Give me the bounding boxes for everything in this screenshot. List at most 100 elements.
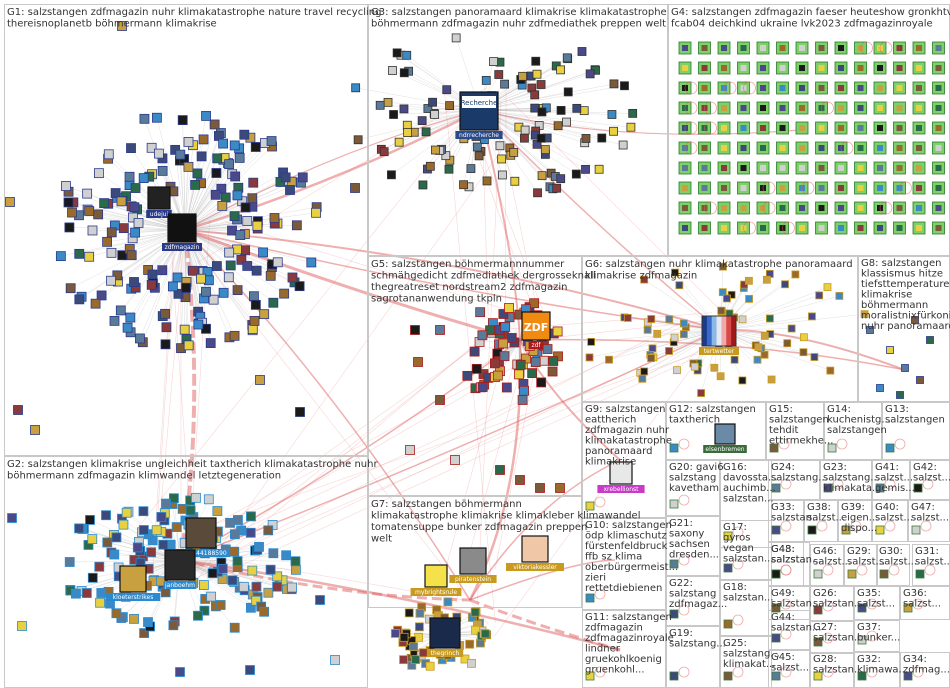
node-avatar[interactable] (404, 129, 412, 137)
node-avatar[interactable] (553, 327, 562, 336)
node-avatar[interactable] (496, 466, 505, 475)
node-avatar[interactable] (557, 175, 565, 183)
node-avatar[interactable] (466, 640, 474, 648)
node-avatar[interactable] (194, 320, 203, 329)
node-avatar[interactable] (586, 70, 594, 78)
node-avatar[interactable] (107, 276, 116, 285)
node-avatar[interactable] (549, 357, 558, 366)
node-avatar[interactable] (161, 309, 170, 318)
node-avatar[interactable] (557, 66, 565, 74)
node-avatar[interactable] (649, 345, 656, 352)
node-avatar[interactable] (578, 47, 586, 55)
node-avatar[interactable] (248, 566, 257, 575)
node-avatar[interactable] (418, 117, 426, 125)
node-avatar[interactable] (230, 623, 239, 632)
node-avatar[interactable] (158, 266, 167, 275)
node-avatar[interactable] (176, 668, 185, 677)
node-avatar[interactable] (467, 659, 475, 667)
node-avatar[interactable] (811, 354, 818, 361)
node-avatar[interactable] (196, 274, 205, 283)
node-avatar[interactable] (127, 251, 136, 260)
node-avatar[interactable] (296, 408, 305, 417)
node-avatar[interactable] (808, 526, 816, 534)
node-avatar[interactable] (252, 266, 261, 275)
udejui-node[interactable] (148, 187, 170, 209)
node-avatar[interactable] (260, 607, 269, 616)
node-avatar[interactable] (507, 333, 516, 342)
node-avatar[interactable] (107, 228, 116, 237)
node-avatar[interactable] (782, 281, 789, 288)
node-avatar[interactable] (478, 383, 487, 392)
node-avatar[interactable] (240, 130, 249, 139)
node-avatar[interactable] (536, 484, 545, 493)
node-avatar[interactable] (564, 88, 572, 96)
node-avatar[interactable] (452, 34, 460, 42)
node-avatar[interactable] (269, 549, 278, 558)
node-avatar[interactable] (816, 292, 823, 299)
node-avatar[interactable] (426, 162, 434, 170)
node-avatar[interactable] (393, 49, 401, 57)
node-avatar[interactable] (426, 662, 434, 670)
node-avatar[interactable] (772, 526, 780, 534)
node-avatar[interactable] (800, 349, 807, 356)
node-avatar[interactable] (877, 385, 884, 392)
node-avatar[interactable] (400, 105, 408, 113)
node-avatar[interactable] (518, 395, 527, 404)
node-avatar[interactable] (111, 189, 120, 198)
node-avatar[interactable] (516, 476, 525, 485)
node-avatar[interactable] (724, 672, 732, 680)
node-avatar[interactable] (666, 316, 673, 323)
node-avatar[interactable] (563, 54, 571, 62)
node-avatar[interactable] (627, 123, 635, 131)
node-avatar[interactable] (629, 109, 637, 117)
node-avatar[interactable] (766, 315, 773, 322)
zdfmagazin-node[interactable] (168, 214, 196, 242)
node-avatar[interactable] (231, 172, 240, 181)
node-avatar[interactable] (116, 306, 125, 315)
node-avatar[interactable] (680, 320, 687, 327)
node-avatar[interactable] (391, 629, 399, 637)
node-avatar[interactable] (210, 120, 219, 129)
node-avatar[interactable] (221, 193, 230, 202)
node-avatar[interactable] (6, 198, 15, 207)
node-avatar[interactable] (147, 548, 156, 557)
node-avatar[interactable] (532, 57, 540, 65)
node-avatar[interactable] (230, 212, 239, 221)
node-avatar[interactable] (100, 199, 109, 208)
node-avatar[interactable] (723, 295, 730, 302)
node-avatar[interactable] (85, 207, 94, 216)
node-avatar[interactable] (97, 588, 106, 597)
node-avatar[interactable] (792, 271, 799, 278)
node-avatar[interactable] (180, 325, 189, 334)
node-avatar[interactable] (538, 108, 546, 116)
node-avatar[interactable] (14, 406, 23, 415)
node-avatar[interactable] (264, 588, 273, 597)
node-avatar[interactable] (197, 152, 206, 161)
node-avatar[interactable] (772, 634, 780, 642)
node-avatar[interactable] (644, 326, 651, 333)
node-avatar[interactable] (639, 375, 646, 382)
node-avatar[interactable] (510, 148, 518, 156)
node-avatar[interactable] (606, 356, 613, 363)
node-avatar[interactable] (916, 570, 924, 578)
piratenstein-node[interactable] (460, 548, 486, 574)
node-avatar[interactable] (130, 203, 139, 212)
node-avatar[interactable] (184, 137, 193, 146)
node-avatar[interactable] (800, 334, 807, 341)
node-avatar[interactable] (56, 252, 65, 261)
node-avatar[interactable] (746, 295, 753, 302)
node-avatar[interactable] (676, 282, 683, 289)
node-avatar[interactable] (233, 191, 242, 200)
node-avatar[interactable] (886, 444, 894, 452)
node-avatar[interactable] (475, 152, 483, 160)
node-avatar[interactable] (414, 358, 423, 367)
node-avatar[interactable] (241, 203, 250, 212)
node-avatar[interactable] (827, 367, 834, 374)
node-avatar[interactable] (260, 310, 269, 319)
node-avatar[interactable] (102, 511, 111, 520)
node-avatar[interactable] (75, 249, 84, 258)
node-avatar[interactable] (241, 246, 250, 255)
node-avatar[interactable] (133, 543, 142, 552)
thegrinch-node[interactable] (430, 618, 460, 648)
node-avatar[interactable] (431, 110, 439, 118)
